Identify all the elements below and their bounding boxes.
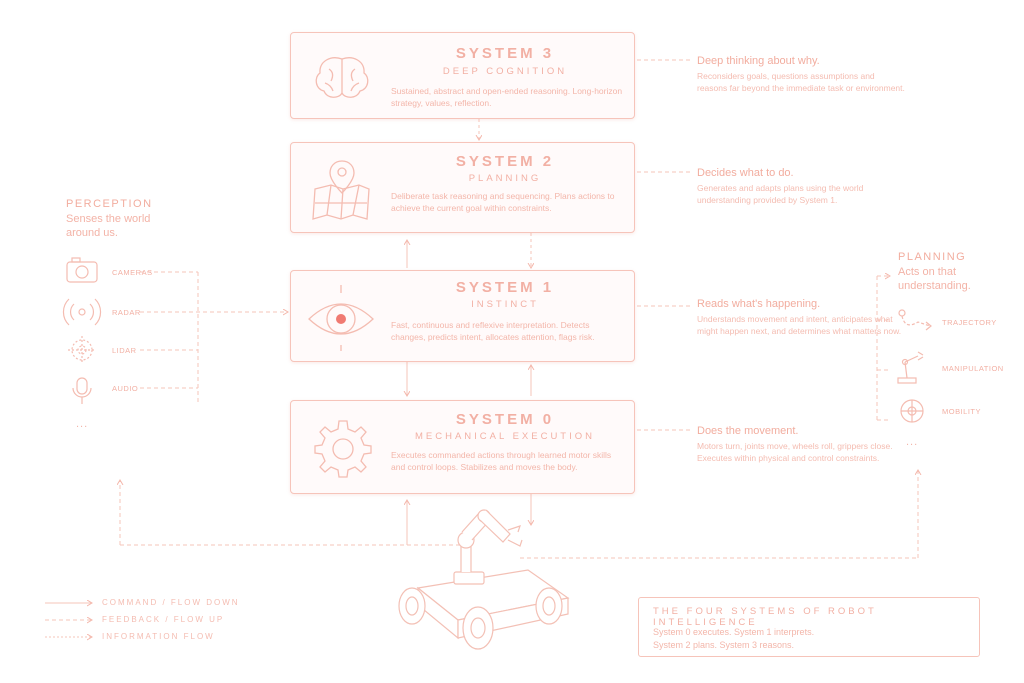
sensor-label-radar: RADAR [112,308,141,317]
robot-illustration [398,509,570,650]
feedback-loop [120,470,918,559]
trajectory-icon [898,309,932,331]
note-system-2: Decides what to do. Generates and adapts… [697,167,907,206]
system-description: Sustained, abstract and open-ended reaso… [391,86,623,108]
system-2-box[interactable]: SYSTEM 2 PLANNING Deliberate task reason… [290,142,635,233]
summary-title: THE FOUR SYSTEMS OF ROBOT INTELLIGENCE [653,606,877,628]
perception-subtitle: Senses the world around us. [66,213,151,239]
note-heading: Decides what to do. [697,167,794,179]
robot-arm-icon [897,351,924,384]
lidar-icon [68,336,96,364]
note-body: Generates and adapts plans using the wor… [697,183,864,205]
perception-connectors [140,271,288,404]
note-heading: Reads what's happening. [697,298,821,310]
note-connectors [637,59,690,431]
system-title: SYSTEM 1 [455,279,555,296]
legend-information: INFORMATION FLOW [102,632,215,641]
sensor-more: ... [76,418,89,430]
legend-feedback: FEEDBACK / FLOW UP [102,615,225,624]
summary-box: THE FOUR SYSTEMS OF ROBOT INTELLIGENCE S… [638,597,980,657]
system-0-box[interactable]: SYSTEM 0 MECHANICAL EXECUTION Executes c… [290,400,635,494]
summary-line-1: System 0 executes. System 1 interprets. [653,627,815,637]
action-label-mobility: MOBILITY [942,407,982,416]
wheel-icon [900,399,924,423]
system-description: Fast, continuous and reflexive interpret… [391,320,595,342]
note-body: Understands movement and intent, anticip… [697,314,902,336]
eye-icon [308,285,374,351]
note-system-3: Deep thinking about why. Reconsiders goa… [697,55,907,94]
summary-line-2: System 2 plans. System 3 reasons. [653,640,795,650]
planning-subtitle: Acts on that understanding. [898,266,971,292]
system-3-box[interactable]: SYSTEM 3 DEEP COGNITION Sustained, abstr… [290,32,635,119]
planning-title: PLANNING [898,251,967,263]
system-title: SYSTEM 2 [455,153,555,170]
system-description: Deliberate task reasoning and sequencing… [391,191,615,213]
gear-icon [314,420,372,478]
sensor-label-audio: AUDIO [112,384,139,393]
action-more: ... [906,436,919,448]
sensor-label-cameras: CAMERAS [112,268,153,277]
summary-body: System 0 executes. System 1 interprets. … [653,626,814,652]
system-subtitle: MECHANICAL EXECUTION [415,431,595,442]
system-title: SYSTEM 3 [455,45,555,62]
system-subtitle: DEEP COGNITION [442,66,568,77]
note-system-1: Reads what's happening. Understands move… [697,298,907,337]
system-subtitle: INSTINCT [471,299,539,310]
note-heading: Does the movement. [697,425,799,437]
planning-connectors [876,276,890,421]
note-heading: Deep thinking about why. [697,55,820,67]
action-label-manipulation: MANIPULATION [942,364,1004,373]
action-label-trajectory: TRAJECTORY [942,318,997,327]
system-subtitle: PLANNING [468,173,542,184]
system-title: SYSTEM 0 [455,411,555,428]
microphone-icon [72,377,92,404]
system-1-box[interactable]: SYSTEM 1 INSTINCT Fast, continuous and r… [290,270,635,362]
radar-icon [62,298,102,326]
eye-pupil [336,314,346,324]
legend-command: COMMAND / FLOW DOWN [102,598,240,607]
system-description: Executes commanded actions through learn… [391,450,612,472]
sensor-label-lidar: LIDAR [112,346,137,355]
note-body: Reconsiders goals, questions assumptions… [697,71,905,93]
camera-icon [66,257,98,283]
perception-title: PERCEPTION [66,198,153,210]
brain-icon [315,57,369,98]
note-body: Motors turn, joints move, wheels roll, g… [697,441,893,463]
map-pin-icon [312,160,370,220]
note-system-0: Does the movement. Motors turn, joints m… [697,425,907,464]
